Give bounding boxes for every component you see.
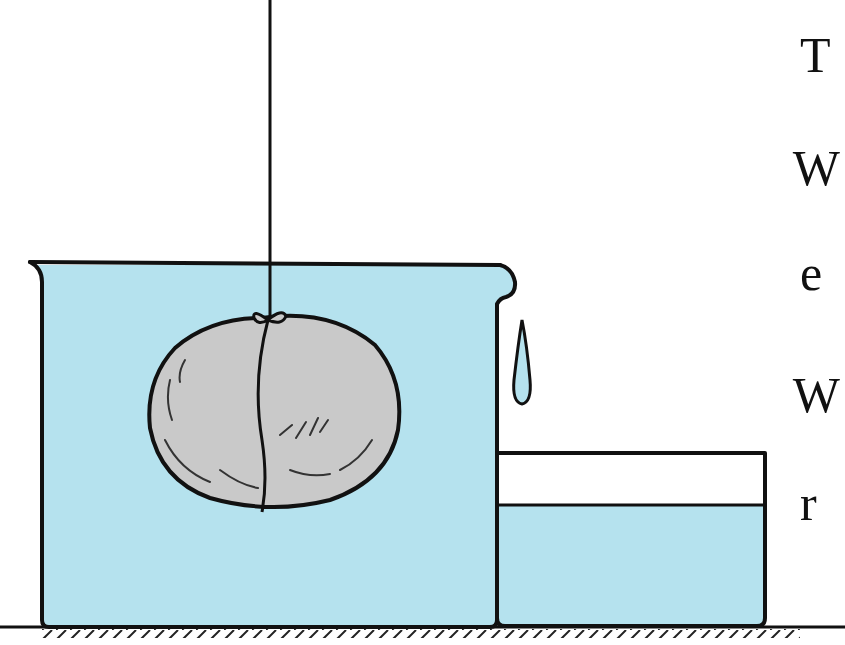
ground-hatching xyxy=(40,629,800,638)
side-text-fragment: W xyxy=(793,143,840,193)
side-text-fragment: r xyxy=(800,478,817,528)
collected-water xyxy=(497,505,765,626)
side-text-fragment: W xyxy=(793,370,840,420)
string xyxy=(269,0,272,318)
stone xyxy=(149,316,399,507)
string-knot xyxy=(254,313,286,323)
stone-texture xyxy=(165,360,372,488)
beaker-water xyxy=(34,265,514,627)
side-text-fragment: e xyxy=(800,248,822,298)
beaker-outline xyxy=(30,262,515,627)
side-text-fragment: T xyxy=(800,30,831,80)
collected-surface xyxy=(497,504,765,507)
water-surface xyxy=(30,262,500,265)
collecting-container xyxy=(497,453,765,626)
water-drop xyxy=(514,320,531,404)
stone-crease xyxy=(258,320,268,512)
